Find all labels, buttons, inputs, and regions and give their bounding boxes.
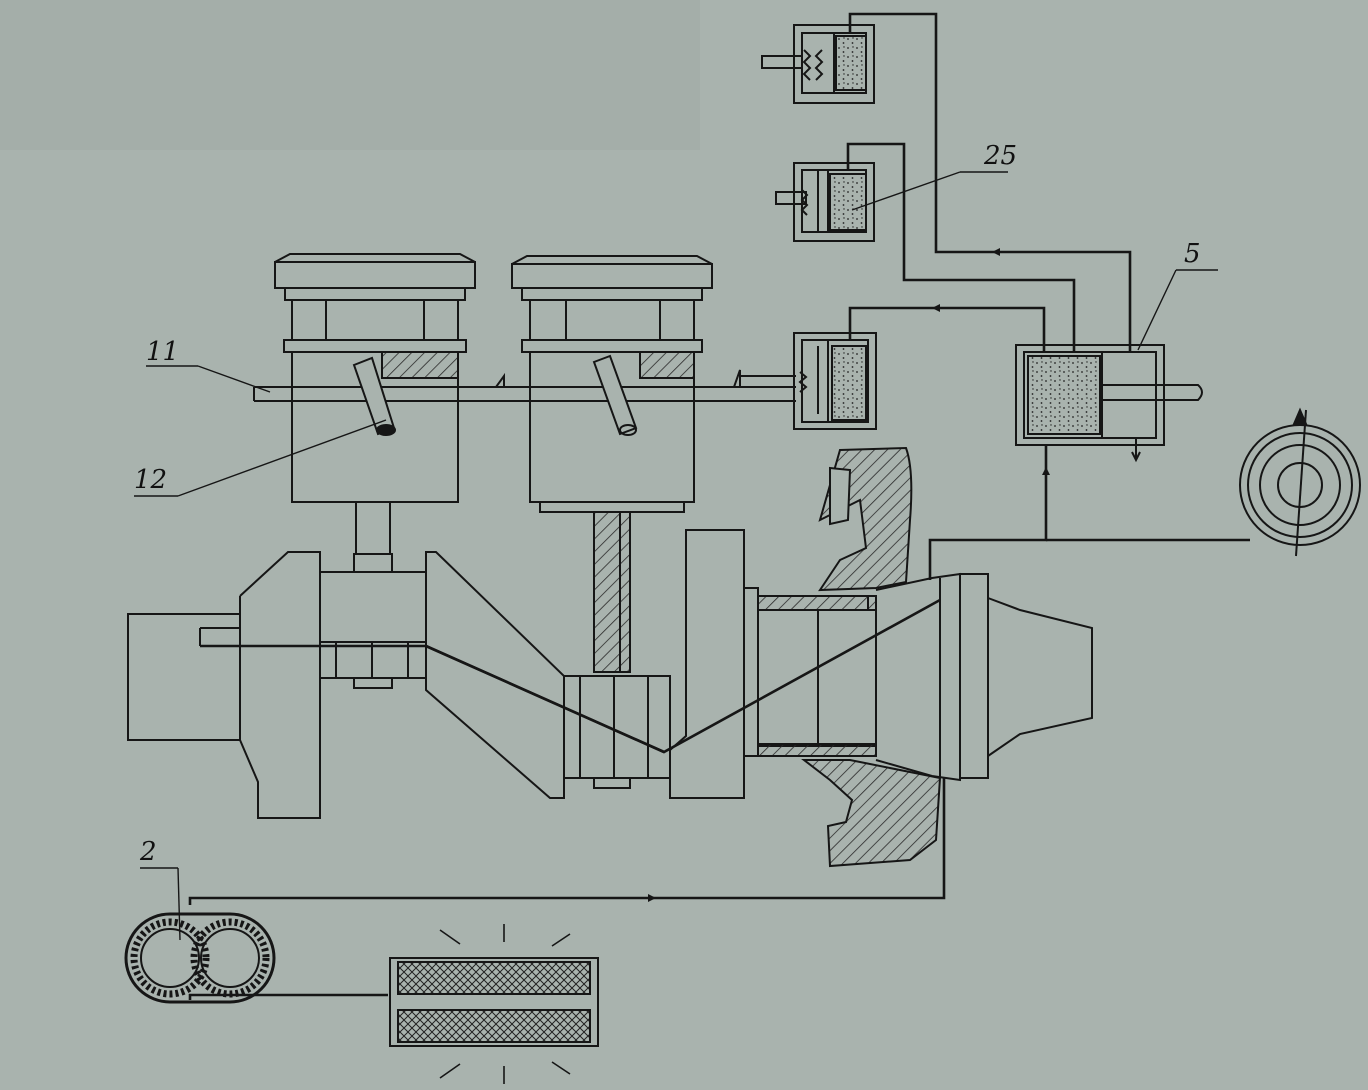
- label-11: 11: [146, 337, 179, 367]
- right-column: [511, 255, 713, 673]
- label-2: 2: [139, 837, 157, 867]
- paper-shade: [0, 0, 700, 150]
- valve-5: [1015, 344, 1203, 463]
- housing-top: [818, 446, 913, 592]
- hydraulic-lines: [188, 12, 1250, 1000]
- label-25: 25: [983, 141, 1017, 171]
- label-5: 5: [1184, 239, 1201, 269]
- label-12: 12: [134, 465, 167, 495]
- control-rod-11: [253, 354, 796, 436]
- leader-lines: [134, 171, 1218, 941]
- rod-actuator-cylinder: [793, 332, 877, 430]
- housing-bottom: [801, 759, 942, 868]
- filter: [389, 924, 599, 1084]
- left-column: [274, 253, 476, 573]
- main-pump-body: [127, 529, 1093, 819]
- cylinder-25: [775, 162, 875, 242]
- pressure-gauge: [1239, 407, 1361, 557]
- gear-pump-2: [124, 912, 276, 1004]
- top-cylinder: [761, 24, 875, 104]
- flow-arrows: [648, 248, 1050, 902]
